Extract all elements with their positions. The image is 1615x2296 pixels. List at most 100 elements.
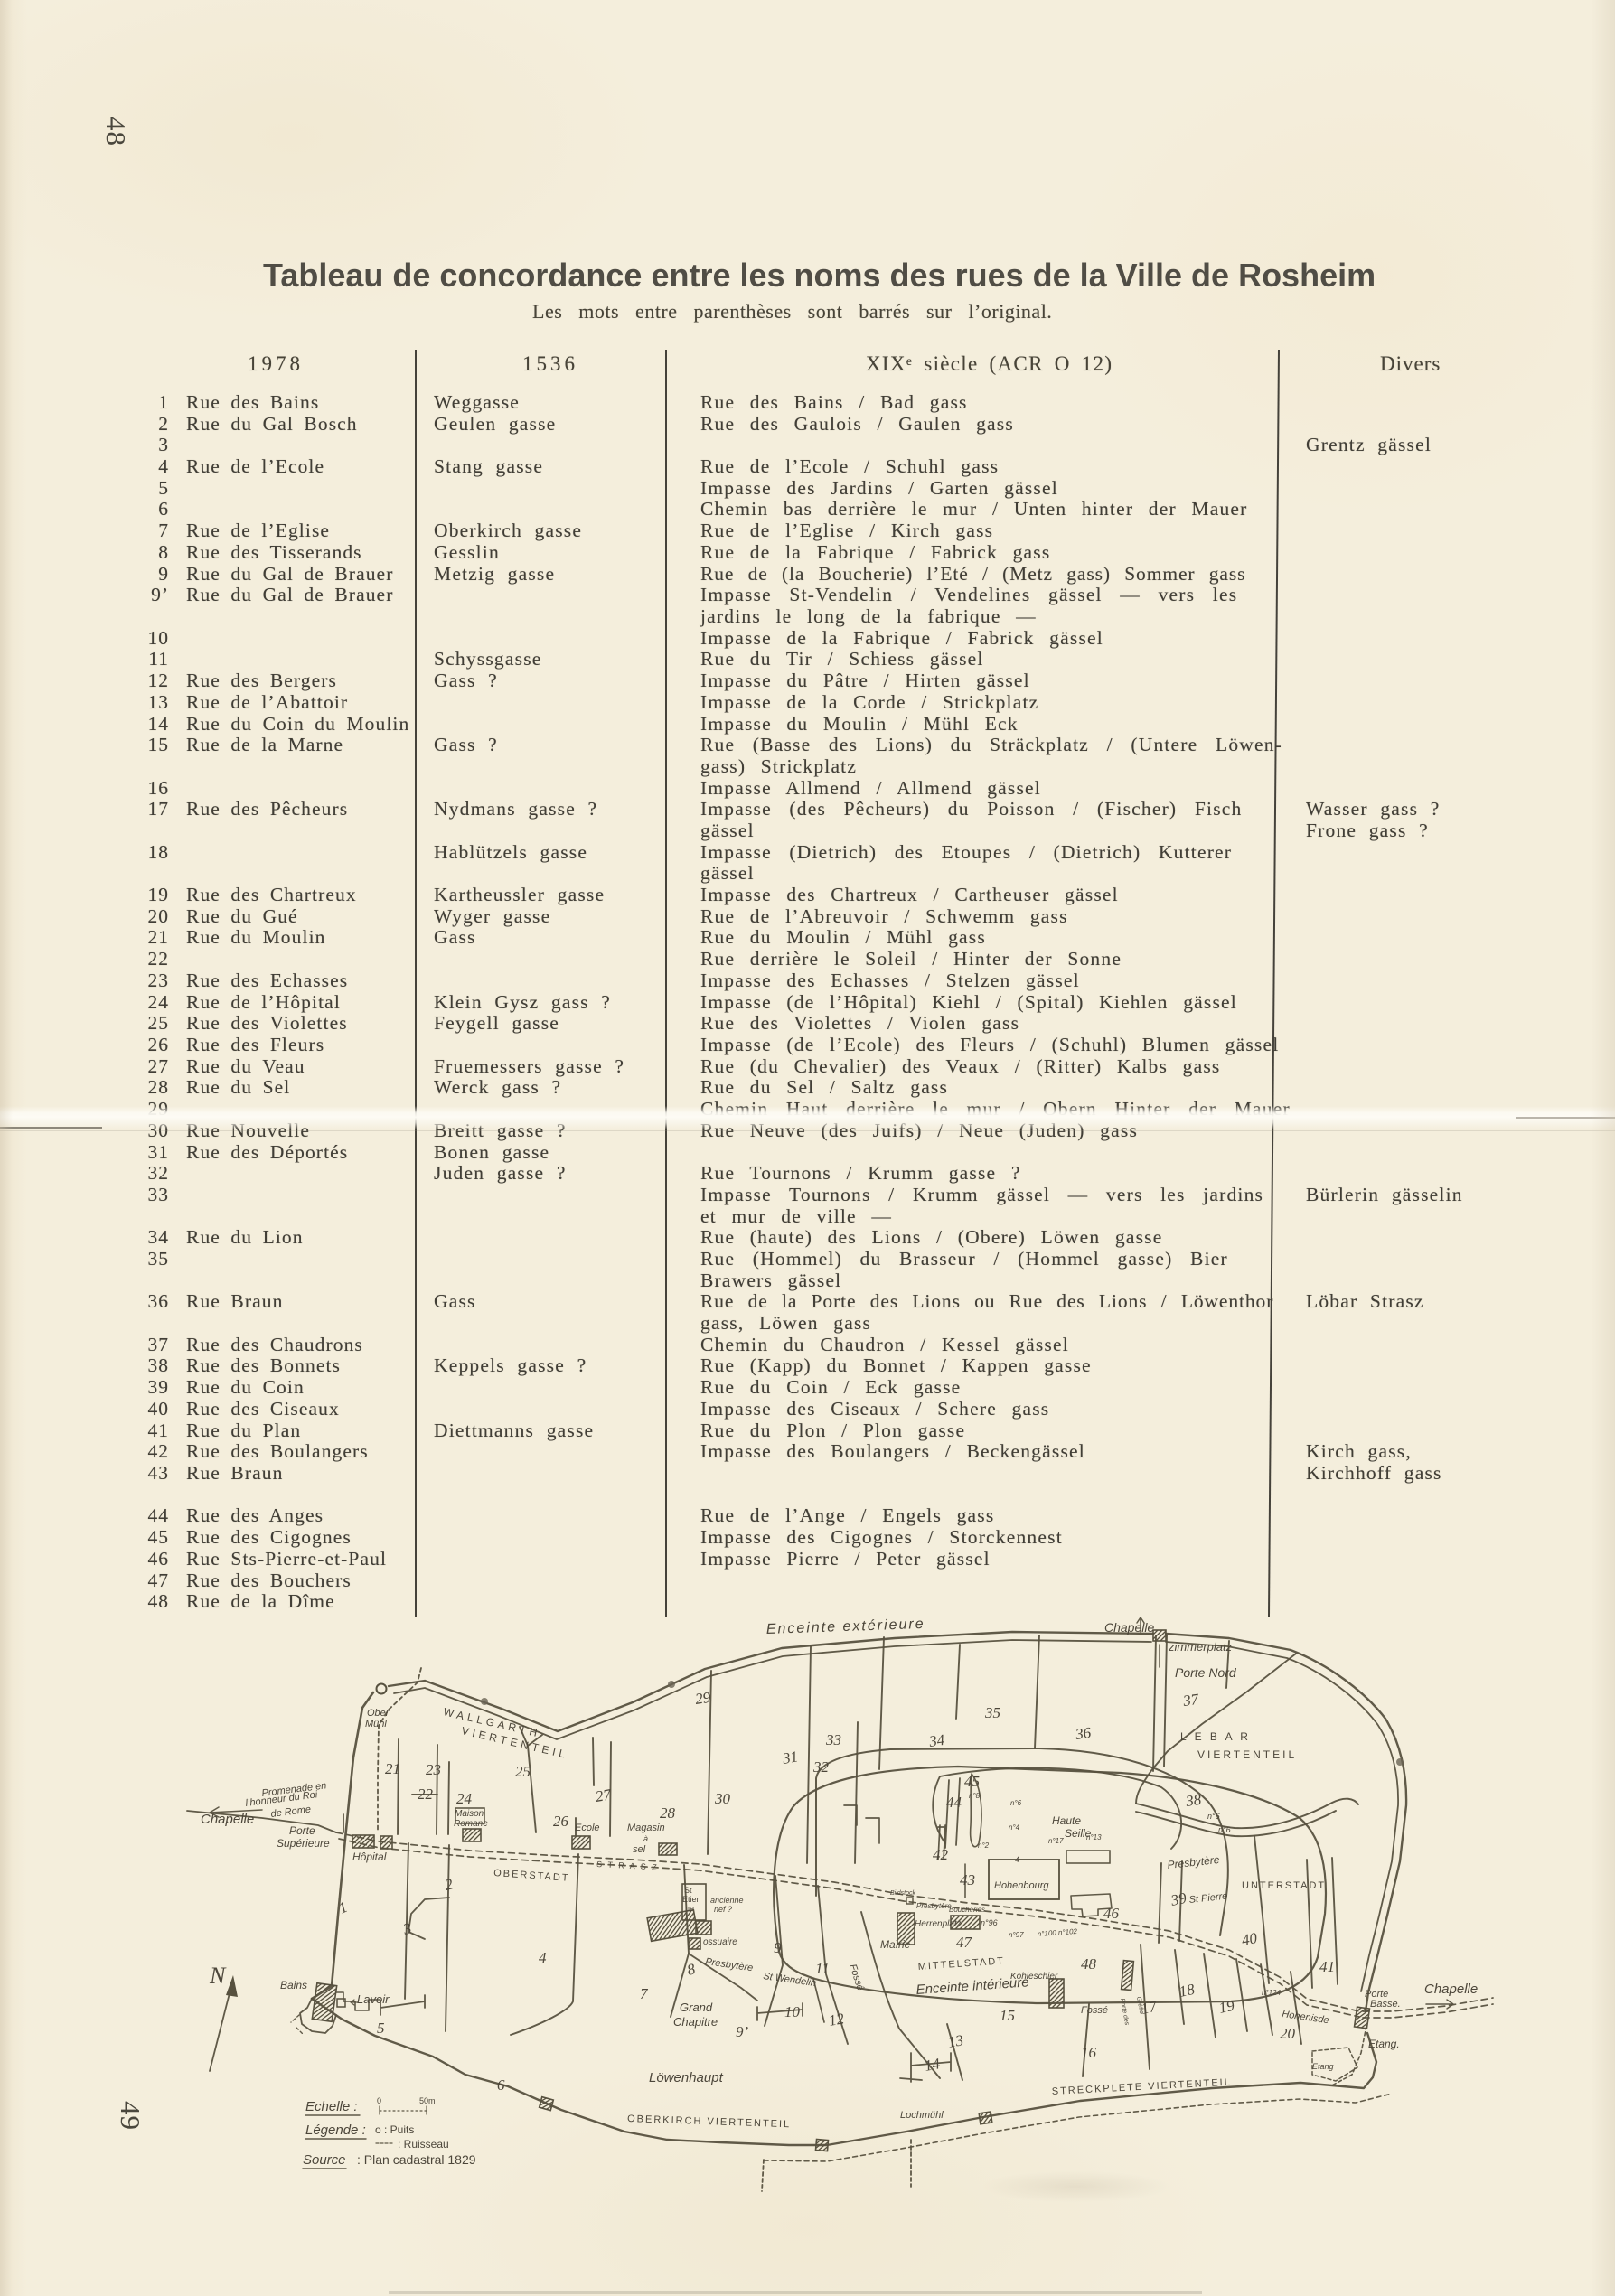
svg-text:50m: 50m [419,2096,436,2105]
svg-text:n°8: n°8 [969,1792,981,1800]
svg-text:14: 14 [923,2055,942,2075]
svg-text:Presbytère: Presbytère [705,1956,754,1973]
svg-text:L E B A R: L E B A R [1180,1730,1251,1743]
svg-text:Presbytère: Presbytère [1167,1853,1220,1871]
svg-text:n°17: n°17 [1048,1837,1064,1845]
svg-text:23: 23 [426,1761,441,1778]
svg-text:41: 41 [1319,1958,1335,1975]
svg-text:42: 42 [933,1846,949,1863]
svg-text:26: 26 [553,1813,569,1830]
svg-text:de Rome: de Rome [270,1804,312,1820]
svg-text:22: 22 [418,1785,434,1803]
svg-text:: Ruisseau: : Ruisseau [398,2138,449,2151]
svg-text:ne: ne [685,1904,694,1913]
svg-text:Hohenbourg: Hohenbourg [994,1880,1049,1891]
svg-text:44: 44 [946,1794,962,1811]
svg-text:n°96: n°96 [981,1918,998,1927]
svg-text:17: 17 [1140,1997,1160,2017]
svg-text:36: 36 [1074,1724,1093,1743]
svg-text:33: 33 [825,1731,841,1748]
svg-text:Haute: Haute [1052,1814,1081,1827]
svg-text:39: 39 [1169,1889,1188,1909]
svg-text:47: 47 [956,1934,973,1951]
svg-text:Maìrie: Maìrie [880,1938,911,1951]
svg-text:Boucheries: Boucheries [949,1906,985,1914]
svg-text:4: 4 [1015,1855,1019,1864]
svg-text:N: N [209,1963,227,1989]
svg-text:: Plan cadastral 1829: : Plan cadastral 1829 [357,2152,476,2167]
svg-text:n°4: n°4 [1009,1823,1020,1832]
svg-text:13: 13 [946,2031,964,2051]
svg-text:UNTERSTADT: UNTERSTADT [1242,1880,1326,1891]
svg-text:OBERKIRCH VIERTENTEIL: OBERKIRCH VIERTENTEIL [627,2113,791,2130]
svg-text:12: 12 [827,2010,846,2029]
svg-text:Légende :: Légende : [305,2123,366,2138]
svg-text:18: 18 [1178,1981,1197,2001]
svg-text:40: 40 [1240,1929,1259,1949]
svg-text:45: 45 [964,1773,980,1790]
svg-text:Etang.: Etang. [1368,2038,1400,2050]
svg-text:Porte Nord: Porte Nord [1175,1665,1237,1680]
svg-text:2: 2 [443,1875,455,1894]
svg-text:37: 37 [1181,1691,1201,1710]
svg-text:zimmerplatz: zimmerplatz [1168,1640,1233,1654]
svg-text:à: à [643,1834,648,1843]
svg-text:9: 9 [774,1939,782,1956]
svg-text:Romane: Romane [454,1819,488,1829]
svg-text:Porte: Porte [1365,1989,1388,2000]
svg-text:15: 15 [1000,2007,1015,2024]
svg-text:Presbytère: Presbytère [916,1902,952,1910]
svg-text:Chapitre: Chapitre [673,2015,718,2029]
svg-text:0: 0 [377,2096,381,2105]
svg-text:Hôpital: Hôpital [352,1851,387,1863]
svg-text:9’: 9’ [736,2023,749,2040]
svg-text:St Pierre: St Pierre [1188,1891,1228,1906]
svg-text:8: 8 [685,1960,698,1979]
svg-text:Chapelle: Chapelle [201,1812,254,1827]
svg-text:11: 11 [815,1960,830,1977]
svg-text:OBERSTADT: OBERSTADT [493,1868,570,1884]
svg-text:Grand: Grand [680,2001,713,2014]
svg-text:Etien: Etien [682,1895,701,1904]
svg-text:o : Puits: o : Puits [375,2123,414,2136]
svg-text:4: 4 [539,1949,547,1966]
svg-text:Hohenisde: Hohenisde [1282,2009,1330,2026]
svg-text:Basse.: Basse. [1370,1999,1401,2010]
svg-text:35: 35 [984,1704,1000,1721]
svg-text:Chapelle: Chapelle [1104,1620,1154,1635]
svg-text:Chapelle: Chapelle [1424,1982,1478,1997]
svg-text:n°2: n°2 [978,1841,990,1850]
svg-text:ancienne: ancienne [710,1896,744,1905]
svg-text:43: 43 [960,1871,975,1888]
svg-text:20: 20 [1280,2025,1296,2042]
svg-text:Source: Source [303,2152,346,2168]
svg-text:48: 48 [1081,1955,1097,1973]
svg-text:Magasin: Magasin [627,1823,665,1833]
svg-text:Seille: Seille [1065,1827,1092,1840]
svg-text:n°97: n°97 [1009,1931,1024,1939]
svg-text:29: 29 [694,1689,712,1708]
svg-text:Kohleschier: Kohleschier [1010,1972,1058,1982]
svg-text:n°6: n°6 [1218,1825,1231,1834]
svg-text:28: 28 [660,1804,676,1822]
svg-text:27: 27 [594,1785,614,1805]
svg-text:34: 34 [927,1731,946,1750]
svg-text:n°100 n°102: n°100 n°102 [1038,1927,1078,1938]
svg-text:Bildstock: Bildstock [890,1890,916,1897]
svg-text:MITTELSTADT: MITTELSTADT [917,1955,1005,1973]
svg-text:6: 6 [497,2076,505,2094]
svg-text:Bains: Bains [280,1979,307,1991]
svg-text:Ober: Ober [367,1708,390,1719]
svg-text:25: 25 [515,1763,531,1780]
svg-text:Porte: Porte [289,1824,315,1837]
svg-text:38: 38 [1184,1791,1203,1810]
svg-text:21: 21 [385,1760,400,1777]
svg-text:nef ?: nef ? [714,1905,732,1914]
svg-text:Ecole: Ecole [575,1823,600,1833]
svg-text:Enceinte extérieure: Enceinte extérieure [766,1617,925,1637]
svg-text:Etang: Etang [1312,2062,1334,2071]
svg-text:S T R A S Z: S T R A S Z [596,1860,659,1872]
svg-text:Greffe: Greffe [1135,1996,1144,2014]
svg-text:sel: sel [633,1844,646,1855]
svg-text:n°6: n°6 [1010,1799,1022,1807]
